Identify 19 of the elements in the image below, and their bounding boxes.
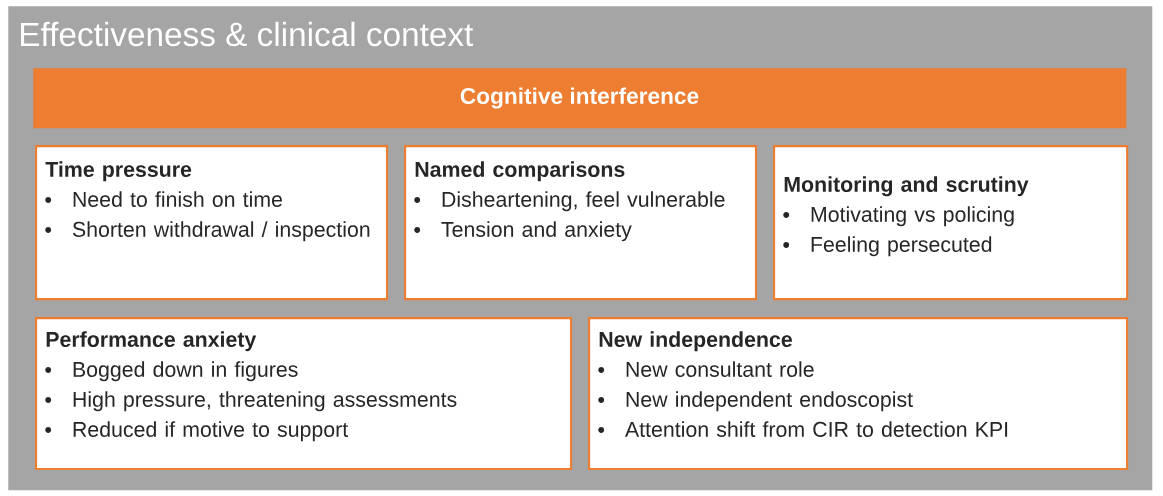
bullet-item: Motivating vs policing: [783, 206, 1014, 227]
bullet-item: High pressure, threatening assessments: [45, 391, 457, 412]
bullet-item: Need to finish on time: [45, 191, 282, 207]
box-heading: New independence: [599, 331, 792, 352]
panel-title: Effectiveness & clinical context: [21, 21, 474, 47]
bullet-item: New independent endoscopist: [598, 391, 913, 412]
heading-band: Cognitive interference: [33, 68, 1127, 129]
bullet-item: Bogged down in figures: [45, 361, 298, 382]
bullet-item: Disheartening, feel vulnerable: [414, 191, 725, 212]
bullet-item: Tension and anxiety: [414, 221, 632, 242]
bullet-item: Shorten withdrawal / inspection: [45, 221, 370, 242]
box-heading: Time pressure: [45, 161, 192, 182]
box-heading: Named comparisons: [415, 161, 625, 182]
box-heading: Monitoring and scrutiny: [784, 176, 1029, 197]
box-heading: Performance anxiety: [46, 331, 257, 352]
bullet-item: Attention shift from CIR to detection KPI: [598, 421, 1008, 437]
bullet-item: Reduced if motive to support: [45, 421, 348, 442]
bullet-item: New consultant role: [598, 361, 814, 377]
bullet-item: Feeling persecuted: [783, 236, 992, 257]
